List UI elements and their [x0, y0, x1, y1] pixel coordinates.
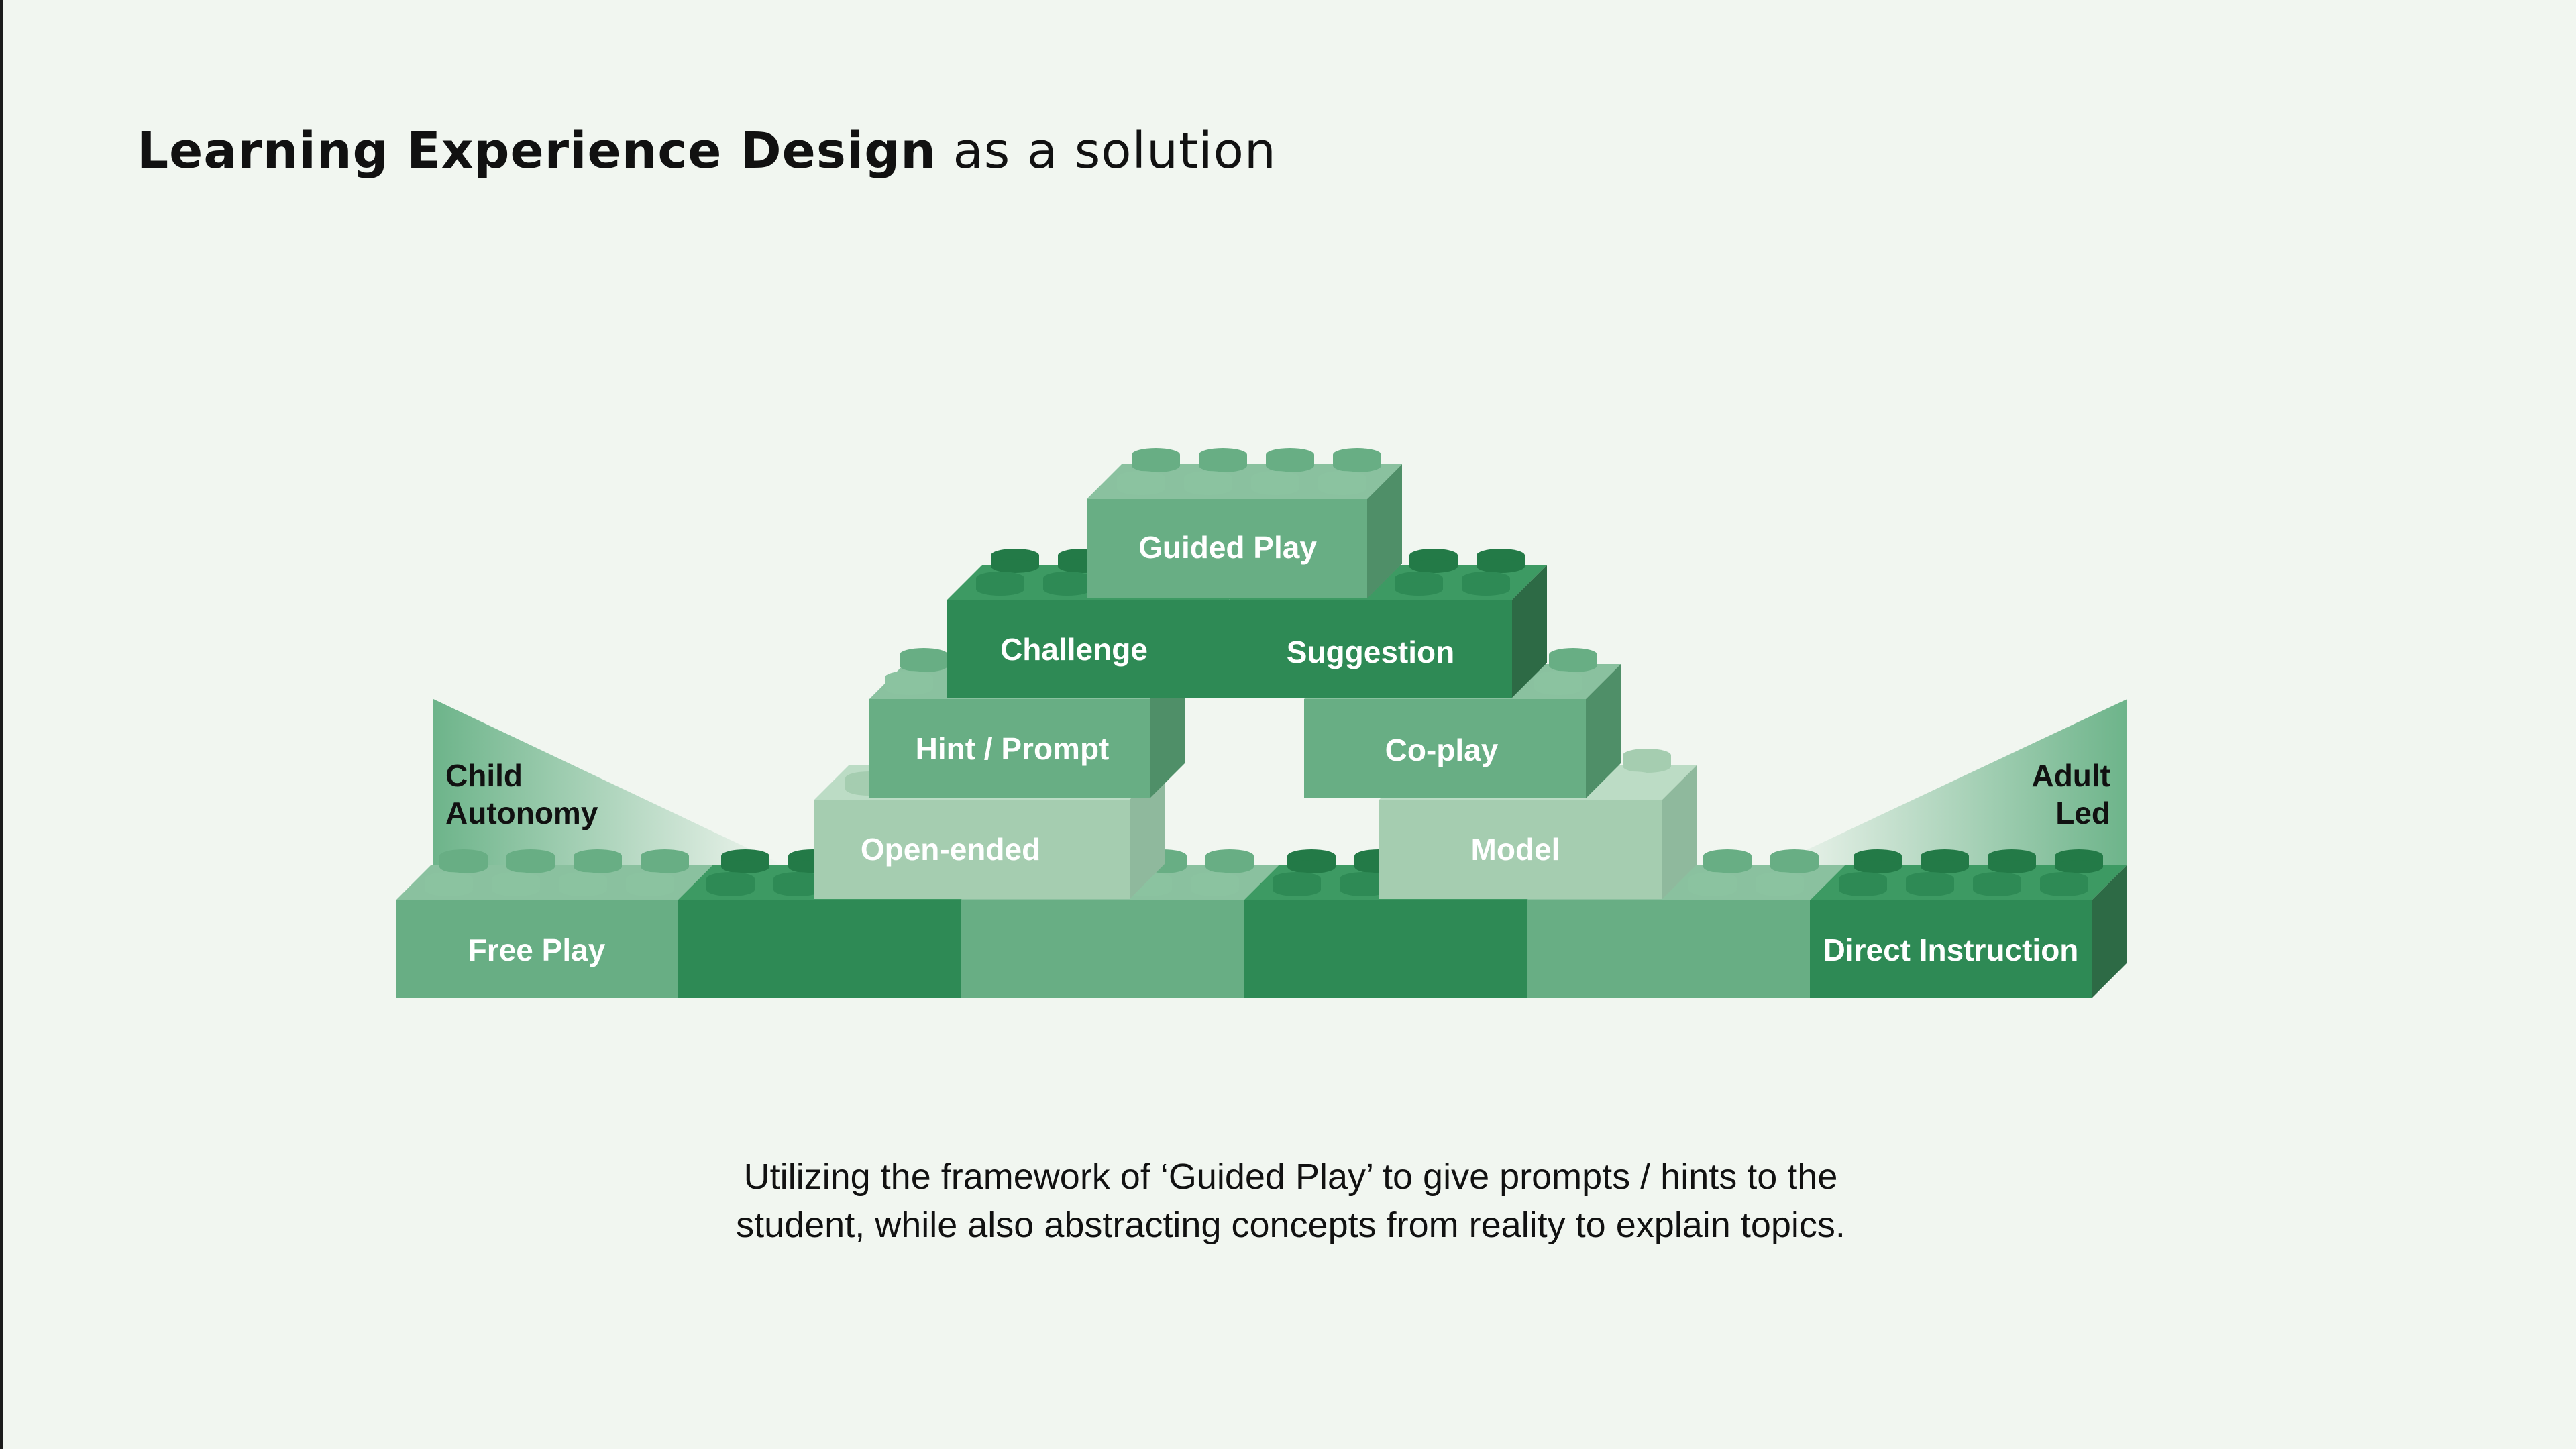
brick-free-play: Free Play — [396, 849, 712, 998]
brick-model: Model — [1379, 749, 1697, 899]
brick-direct-instruction: Direct Instruction — [1810, 849, 2127, 998]
brick-suggestion: Suggestion — [1229, 549, 1547, 698]
caption: Utilizing the framework of ‘Guided Play’… — [3, 1152, 2576, 1249]
brick-label-challenge: Challenge — [1000, 632, 1148, 667]
brick-label-hint-prompt: Hint / Prompt — [916, 731, 1110, 766]
right-gauge-label-line1: Adult — [2031, 758, 2110, 793]
caption-line-1: Utilizing the framework of ‘Guided Play’… — [743, 1157, 1838, 1197]
left-gauge-label-line2: Autonomy — [445, 796, 598, 830]
title-bold: Learning Experience Design — [137, 122, 936, 180]
left-gauge-label-line1: Child — [445, 758, 523, 793]
title-light: as a solution — [953, 122, 1277, 180]
adult-led-gauge: Adult Led — [1774, 699, 2127, 865]
page-title: Learning Experience Design as a solution — [137, 122, 1277, 180]
caption-line-2: student, while also abstracting concepts… — [736, 1205, 1845, 1245]
guided-play-brick-diagram: Child Autonomy Adult Led Free Play — [396, 448, 2127, 998]
brick-label-suggestion: Suggestion — [1287, 635, 1454, 669]
brick-label-open-ended: Open-ended — [861, 832, 1040, 867]
brick-guided-play: Guided Play — [1087, 448, 1402, 598]
brick-label-guided-play: Guided Play — [1138, 530, 1317, 565]
brick-label-free-play: Free Play — [468, 932, 606, 967]
right-gauge-label-line2: Led — [2055, 796, 2110, 830]
brick-label-co-play: Co-play — [1385, 733, 1499, 767]
brick-label-direct-instruction: Direct Instruction — [1823, 932, 2079, 967]
brick-label-model: Model — [1471, 832, 1560, 867]
child-autonomy-gauge: Child Autonomy — [433, 699, 784, 865]
